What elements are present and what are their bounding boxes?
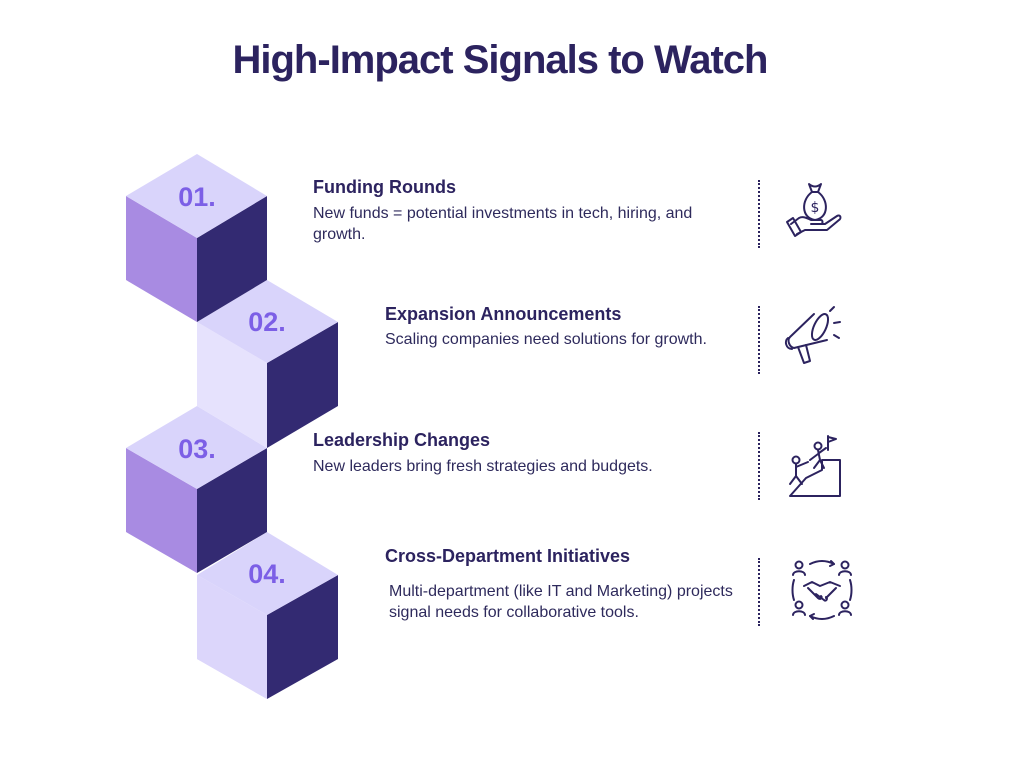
item-title-funding: Funding Rounds: [313, 177, 456, 197]
item-title-cross-department: Cross-Department Initiatives: [385, 546, 631, 566]
page-title: High-Impact Signals to Watch: [232, 38, 769, 82]
item-desc-expansion: Scaling companies need solutions for gro…: [385, 331, 707, 348]
step-number-02: 02.: [248, 307, 286, 337]
item-desc-funding: New funds = potential investments in tec…: [313, 205, 693, 243]
handshake-team-icon: [790, 558, 854, 622]
item-title-leadership: Leadership Changes: [313, 430, 491, 450]
divider-4: [758, 558, 760, 626]
step-number-03: 03.: [178, 434, 216, 464]
item-desc-leadership: New leaders bring fresh strategies and b…: [313, 458, 653, 475]
divider-2: [758, 306, 760, 374]
divider-3: [758, 432, 760, 500]
money-bag-hand-icon: $: [785, 178, 845, 238]
step-number-04: 04.: [248, 559, 286, 589]
step-number-01: 01.: [178, 182, 216, 212]
item-desc-cross-department: Multi-department (like IT and Marketing)…: [389, 583, 733, 621]
cube-01: 01.: [126, 154, 267, 322]
climbing-leader-flag-icon: [784, 434, 844, 500]
divider-1: [758, 180, 760, 248]
cube-02: 02.: [197, 280, 338, 448]
cube-04: 04.: [197, 532, 338, 699]
item-title-expansion: Expansion Announcements: [385, 304, 622, 324]
megaphone-icon: [782, 305, 846, 369]
cube-03: 03.: [126, 406, 267, 573]
svg-text:$: $: [811, 200, 820, 216]
